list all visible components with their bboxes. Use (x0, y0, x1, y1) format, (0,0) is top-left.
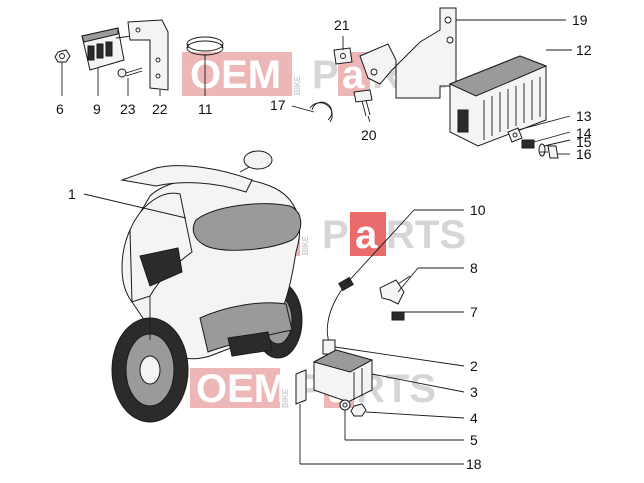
part-washer-15 (538, 143, 546, 157)
part-bracket-19 (359, 7, 457, 99)
part-spacer-14 (521, 139, 535, 149)
watermark-bike-text: BIKE (301, 235, 310, 255)
regulator-fins (491, 77, 541, 136)
callout-2: 2 (470, 358, 478, 374)
callout-labels: 6 9 23 22 11 17 21 20 19 12 13 14 15 16 … (56, 12, 592, 472)
callout-20: 20 (361, 127, 377, 143)
leader-17 (291, 105, 315, 113)
watermark-a-box (350, 212, 386, 256)
callout-14: 14 (576, 125, 592, 141)
part-bracket-22 (127, 19, 169, 91)
callout-5: 5 (470, 432, 478, 448)
part-spark-cap-8 (379, 275, 411, 305)
watermark-oem-text: OEM (190, 53, 281, 97)
part-screw-23 (117, 67, 143, 78)
callout-3: 3 (470, 384, 478, 400)
leader-15 (543, 139, 571, 147)
part-bracket-18 (295, 369, 307, 405)
callout-8: 8 (470, 260, 478, 276)
callout-13: 13 (576, 108, 592, 124)
callout-19: 19 (572, 12, 588, 28)
part-ring-17 (309, 101, 333, 123)
watermark-parts-p: P (322, 213, 349, 257)
callout-6: 6 (56, 101, 64, 117)
callout-10: 10 (470, 202, 486, 218)
watermark-bike-text: BIKE (293, 75, 302, 95)
leader-lines (61, 19, 572, 465)
callout-11: 11 (198, 101, 213, 117)
part-control-unit-9 (81, 27, 133, 71)
part-washer-5 (339, 399, 351, 411)
callout-16: 16 (576, 146, 592, 162)
part-cable-10 (326, 276, 354, 347)
callout-4: 4 (470, 410, 478, 426)
part-bolt-16 (540, 145, 559, 159)
watermark-bottom: OEM BIKE P a RTS (190, 367, 436, 411)
watermark-oem-box (190, 368, 280, 408)
callout-12: 12 (576, 42, 592, 58)
part-voltage-regulator-12 (448, 55, 548, 147)
leader-4 (365, 411, 465, 419)
callout-21: 21 (334, 17, 350, 33)
watermark-parts-a: a (355, 213, 378, 257)
callout-23: 23 (120, 101, 136, 117)
watermark-parts-a: a (342, 53, 365, 97)
part-cap-7 (391, 311, 405, 321)
watermark-parts-rts: RTS (386, 213, 466, 257)
watermark-oem-text: OEM (196, 367, 287, 411)
part-scooter-1 (111, 150, 303, 423)
watermark-parts-p: P (312, 53, 339, 97)
leader-3 (371, 373, 465, 393)
callout-22: 22 (152, 101, 168, 117)
leader-14 (533, 131, 571, 143)
watermark-bike-text: BIKE (281, 388, 290, 408)
part-clip-21 (333, 47, 353, 65)
callout-15: 15 (576, 134, 592, 150)
part-nut-6 (54, 49, 71, 63)
callout-7: 7 (470, 304, 478, 320)
callout-9: 9 (93, 101, 101, 117)
leader-8a (397, 267, 419, 293)
leader-1 (83, 193, 187, 219)
watermark-oem-box (182, 52, 292, 96)
leader-20 (367, 115, 371, 123)
part-screw-20 (353, 89, 373, 117)
part-ht-coil-3 (312, 349, 374, 403)
part-nut-4 (350, 403, 367, 417)
leader-10a (345, 209, 415, 285)
part-bushing-13 (507, 127, 523, 143)
callout-17: 17 (270, 97, 286, 113)
leader-13 (517, 115, 571, 131)
callout-18: 18 (466, 456, 482, 472)
leader-2 (334, 346, 465, 367)
callout-1: 1 (68, 186, 76, 202)
